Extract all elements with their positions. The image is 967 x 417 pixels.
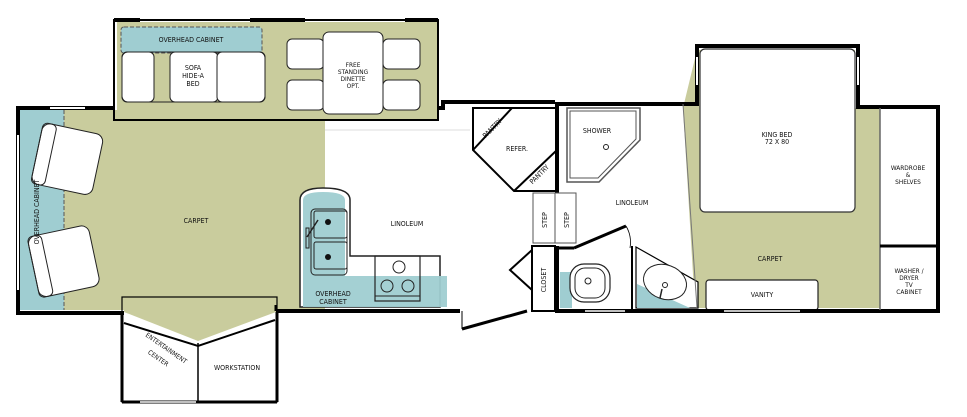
carpet-living-label: CARPET xyxy=(184,217,209,225)
washer-label-3: TV xyxy=(904,281,913,289)
bathroom-sink[interactable] xyxy=(639,259,692,306)
stove[interactable] xyxy=(374,255,421,302)
wardrobe-label-2: & xyxy=(906,171,911,179)
dinette-label-3: DINETTE xyxy=(340,75,365,83)
sofa-hide-a-bed[interactable] xyxy=(121,51,266,103)
burner xyxy=(401,279,415,293)
top-slideout: OVERHEAD CABINET SOFA HIDE-A BED FREE ST… xyxy=(113,18,439,121)
washer-label-2: DRYER xyxy=(899,274,918,282)
wardrobe[interactable] xyxy=(881,109,936,245)
recliner-top[interactable] xyxy=(31,122,105,196)
carpet-bedroom-label: CARPET xyxy=(758,255,783,263)
workstation-label: WORKSTATION xyxy=(214,364,260,372)
king-bed-label-2: 72 X 80 xyxy=(765,138,789,146)
sofa-label-1: SOFA xyxy=(185,64,202,72)
washer-label-1: WASHER / xyxy=(894,267,923,275)
king-bed-label-1: KING BED xyxy=(762,131,793,139)
dinette-label-1: FREE xyxy=(346,61,361,69)
burner xyxy=(392,260,406,274)
overhead-cabinet-kitchen-label-2: CABINET xyxy=(319,298,347,306)
shower-label: SHOWER xyxy=(583,127,612,135)
dinette-label-4: OPT. xyxy=(347,82,360,90)
step-right-label: STEP xyxy=(563,212,571,228)
shower[interactable] xyxy=(566,107,641,183)
sofa-label-3: BED xyxy=(186,80,199,88)
dinette[interactable] xyxy=(286,31,421,115)
washer-label-4: CABINET xyxy=(896,288,922,296)
linoleum-bath-label: LINOLEUM xyxy=(616,199,649,207)
overhead-cabinet-kitchen-label-1: OVERHEAD xyxy=(315,290,351,298)
overhead-cabinet-left-label: OVERHEAD CABINET xyxy=(33,179,41,244)
refrigerator-label: REFER. xyxy=(506,145,528,153)
dinette-label-2: STANDING xyxy=(338,68,369,76)
bathroom-door[interactable] xyxy=(573,224,631,250)
pantry-refrigerator: PANTRY REFER. PANTRY xyxy=(472,107,558,192)
step-left-label: STEP xyxy=(541,212,549,228)
double-sink[interactable] xyxy=(305,208,348,276)
bathroom: SHOWER LINOLEUM CLOSET xyxy=(508,102,699,313)
toilet[interactable] xyxy=(569,263,611,303)
wardrobe-label-3: SHELVES xyxy=(895,178,921,186)
overhead-cabinet-top-label: OVERHEAD CABINET xyxy=(159,36,224,44)
bottom-slideout-carpet xyxy=(124,298,276,341)
burner xyxy=(380,279,394,293)
sofa-label-2: HIDE-A xyxy=(182,72,205,80)
washer-dryer-cabinet[interactable] xyxy=(881,248,936,309)
wardrobe-washer: WARDROBE & SHELVES WASHER / DRYER TV CAB… xyxy=(858,105,940,311)
recliner-bottom[interactable] xyxy=(27,224,101,298)
vanity-label: VANITY xyxy=(751,291,774,299)
closet-label: CLOSET xyxy=(540,268,548,293)
shower-drain xyxy=(603,144,609,150)
living-area: OVERHEAD CABINET CARPET xyxy=(16,106,209,315)
bedroom: KING BED 72 X 80 CARPET VANITY xyxy=(682,44,940,313)
king-bed[interactable] xyxy=(699,48,856,213)
living-carpet xyxy=(20,108,437,310)
linoleum-kitchen-label: LINOLEUM xyxy=(391,220,424,228)
entry-door[interactable] xyxy=(461,309,528,331)
kitchen: LINOLEUM OVERHEAD CABINET xyxy=(274,100,555,313)
wardrobe-label-1: WARDROBE xyxy=(891,164,926,172)
entry-steps[interactable]: STEP STEP xyxy=(532,102,577,244)
